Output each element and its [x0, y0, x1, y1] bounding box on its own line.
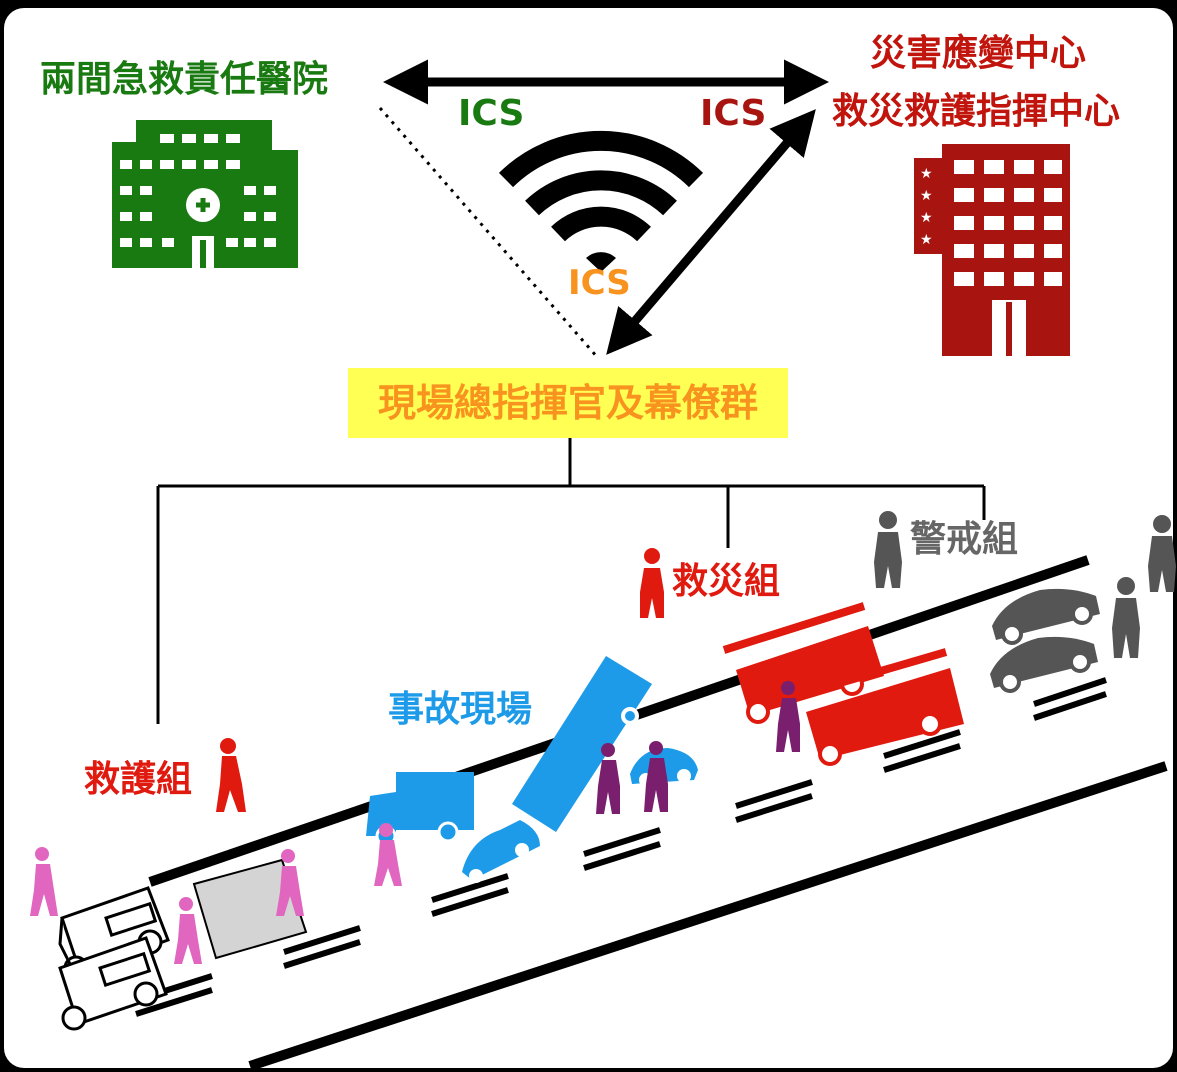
police-person-icon [1112, 577, 1140, 658]
bus-icon [512, 656, 652, 832]
car-icon [462, 820, 540, 883]
rescuer-person-icon [596, 743, 620, 814]
svg-text:★: ★ [920, 210, 933, 226]
svg-text:★: ★ [920, 232, 933, 248]
triage-tent [192, 858, 308, 960]
commander-box: 現場總指揮官及幕僚群 [348, 368, 788, 438]
rescue-team-label: 救災組 [672, 561, 781, 602]
eoc-label-line2: 救災救護指揮中心 [832, 91, 1121, 132]
wifi-dot [586, 252, 616, 272]
org-tree [156, 438, 986, 724]
eoc-building-icon: ★ ★ ★ ★ [914, 144, 1070, 356]
lane-markings [135, 677, 1107, 1017]
svg-text:★: ★ [920, 188, 933, 204]
medic-person-icon [276, 849, 304, 916]
firefighter-person-icon [640, 548, 664, 618]
ics-label-eoc: ICS [700, 93, 767, 134]
rescuer-person-icon [776, 681, 800, 752]
rescuer-person-icon [644, 741, 668, 812]
hospital-building-icon [112, 120, 298, 268]
accident-scene-label: 事故現場 [388, 689, 533, 730]
arrow-eoc-commander [606, 109, 816, 355]
medical-team-label: 救護組 [84, 759, 193, 800]
medic-person-icon [374, 823, 402, 886]
guard-team-label: 警戒組 [910, 519, 1019, 560]
hospital-label: 兩間急救責任醫院 [40, 59, 329, 100]
wifi-icon [498, 130, 704, 242]
police-car-icon [990, 636, 1098, 693]
ambulance-icon [58, 936, 168, 1031]
dotted-line-hospital-commander [378, 107, 600, 359]
fire-truck-icon [800, 648, 964, 766]
ics-label-hospital: ICS [458, 93, 525, 134]
medic-person-icon [174, 897, 202, 964]
police-car-icon [992, 588, 1100, 645]
police-person-icon [874, 511, 902, 588]
medic-person-icon [30, 847, 58, 916]
medical-team-person-icon [216, 738, 246, 812]
police-person-icon [1148, 515, 1176, 592]
eoc-label-line1: 災害應變中心 [870, 33, 1087, 74]
ics-label-commander: ICS [568, 263, 631, 303]
road-bottom-edge [248, 761, 1168, 1071]
svg-text:★: ★ [920, 166, 933, 182]
